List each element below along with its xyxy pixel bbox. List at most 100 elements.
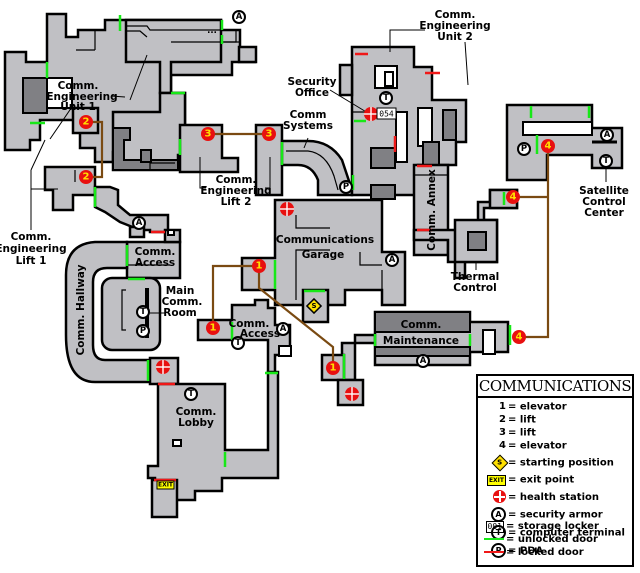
svg-text:T: T bbox=[140, 307, 146, 317]
exit-point-icon[interactable]: EXIT bbox=[156, 480, 175, 490]
elevator-1-marker[interactable]: 1 bbox=[326, 361, 340, 375]
svg-text:T: T bbox=[188, 389, 194, 399]
legend-row-elevator-1: 1= elevator bbox=[499, 401, 567, 413]
lift-2-marker[interactable]: 2 bbox=[79, 115, 93, 129]
svg-text:T: T bbox=[235, 338, 241, 348]
starting-position-icon[interactable]: S bbox=[305, 297, 323, 315]
svg-text:4: 4 bbox=[545, 141, 552, 152]
room-engineering-middle bbox=[111, 91, 187, 172]
lift-2-connector bbox=[91, 120, 104, 179]
health-station-icon[interactable] bbox=[364, 107, 378, 121]
security-armor-icon[interactable]: A bbox=[416, 354, 430, 368]
security-armor-icon: A bbox=[491, 507, 506, 522]
legend: COMMUNICATIONS 1= elevator 2= lift 3= li… bbox=[476, 374, 634, 567]
svg-text:T: T bbox=[603, 156, 609, 166]
lift-3-marker[interactable]: 3 bbox=[201, 127, 215, 141]
security-armor-icon[interactable]: A bbox=[385, 253, 399, 267]
computer-terminal-icon[interactable]: T bbox=[379, 91, 393, 105]
elevator-4-marker[interactable]: 4 bbox=[506, 190, 520, 204]
svg-text:A: A bbox=[280, 324, 287, 334]
svg-text:A: A bbox=[136, 218, 143, 228]
legend-row-lift-2: 2= lift bbox=[499, 414, 536, 426]
computer-terminal-icon[interactable]: T bbox=[231, 336, 245, 350]
markers: 2 2 3 3 1 1 1 4 4 4 A A A A A A T T T T … bbox=[79, 10, 614, 490]
room-comm-lobby bbox=[146, 356, 280, 519]
lift-3-marker[interactable]: 3 bbox=[262, 127, 276, 141]
svg-text:EXIT: EXIT bbox=[158, 482, 174, 489]
svg-text:054: 054 bbox=[379, 110, 394, 119]
elevator-4-marker[interactable]: 4 bbox=[512, 330, 526, 344]
elevator-1-marker[interactable]: 1 bbox=[252, 259, 266, 273]
pda-icon[interactable]: P bbox=[339, 180, 353, 194]
svg-text:1: 1 bbox=[256, 261, 263, 272]
elevator-4-marker[interactable]: 4 bbox=[541, 139, 555, 153]
lift-2-marker[interactable]: 2 bbox=[79, 170, 93, 184]
svg-text:A: A bbox=[420, 356, 427, 366]
pda-icon[interactable]: P bbox=[517, 142, 531, 156]
starting-position-icon: S bbox=[491, 454, 509, 472]
legend-row-starting-position: S= starting position bbox=[478, 454, 614, 472]
computer-terminal-icon[interactable]: T bbox=[184, 387, 198, 401]
computer-terminal-icon[interactable]: T bbox=[599, 154, 613, 168]
health-station-icon[interactable] bbox=[156, 360, 170, 374]
security-armor-icon[interactable]: A bbox=[600, 128, 614, 142]
svg-text:S: S bbox=[311, 302, 316, 310]
health-station-icon[interactable] bbox=[345, 387, 359, 401]
elevator-4-connector bbox=[523, 146, 550, 339]
security-armor-icon[interactable]: A bbox=[132, 216, 146, 230]
label-comm-access-upper: Comm.Access bbox=[135, 246, 176, 269]
svg-text:A: A bbox=[604, 130, 611, 140]
room-main-comm-room bbox=[100, 276, 162, 352]
elevator-1-connector-left bbox=[211, 264, 254, 325]
svg-text:T: T bbox=[383, 93, 389, 103]
legend-row-exit-point: EXIT= exit point bbox=[486, 474, 575, 486]
room-thermal-control bbox=[412, 188, 519, 280]
room-communications-garage bbox=[240, 198, 407, 324]
svg-text:3: 3 bbox=[266, 129, 273, 140]
health-station-icon bbox=[493, 490, 506, 503]
legend-row-security-armor: A= security armor bbox=[478, 507, 603, 522]
legend-row-computer-terminal: T= computer terminal bbox=[478, 525, 625, 540]
room-engineering-lift1 bbox=[43, 165, 170, 239]
pda-icon[interactable]: P bbox=[136, 324, 150, 338]
health-station-icon[interactable] bbox=[280, 202, 294, 216]
label-comm-lobby: Comm.Lobby bbox=[176, 406, 217, 429]
ellipsis-marker: ... bbox=[207, 26, 217, 36]
legend-title: COMMUNICATIONS bbox=[478, 376, 632, 398]
security-armor-icon[interactable]: A bbox=[232, 10, 246, 24]
room-comm-systems bbox=[280, 139, 354, 197]
svg-text:4: 4 bbox=[516, 332, 523, 343]
label-comm-access-lower: Comm.Access bbox=[229, 318, 281, 340]
storage-locker-054[interactable]: 054 bbox=[376, 107, 397, 120]
computer-terminal-icon: T bbox=[491, 525, 506, 540]
svg-text:1: 1 bbox=[330, 363, 337, 374]
legend-row-health-station: = health station bbox=[478, 490, 599, 503]
security-armor-icon[interactable]: A bbox=[276, 322, 290, 336]
label-comm-maintenance: Comm.Maintenance bbox=[383, 319, 459, 347]
lift-connectors bbox=[91, 120, 550, 368]
svg-text:3: 3 bbox=[205, 129, 212, 140]
svg-text:1: 1 bbox=[210, 323, 217, 334]
leader-lines bbox=[30, 29, 607, 314]
label-comm-hallway: Comm. Hallway bbox=[75, 264, 87, 355]
elevator-1-marker[interactable]: 1 bbox=[206, 321, 220, 335]
label-comm-annex: Comm. Annex bbox=[426, 169, 438, 251]
doors bbox=[30, 15, 591, 482]
svg-text:P: P bbox=[521, 144, 527, 154]
pda-icon: P bbox=[491, 543, 506, 558]
exit-point-icon: EXIT bbox=[486, 475, 506, 486]
computer-terminal-icon[interactable]: T bbox=[136, 305, 150, 319]
svg-text:A: A bbox=[236, 12, 243, 22]
legend-row-pda: P= PDA bbox=[478, 543, 543, 558]
room-satellite-control bbox=[505, 103, 624, 182]
room-engineering-lift2 bbox=[178, 123, 284, 197]
